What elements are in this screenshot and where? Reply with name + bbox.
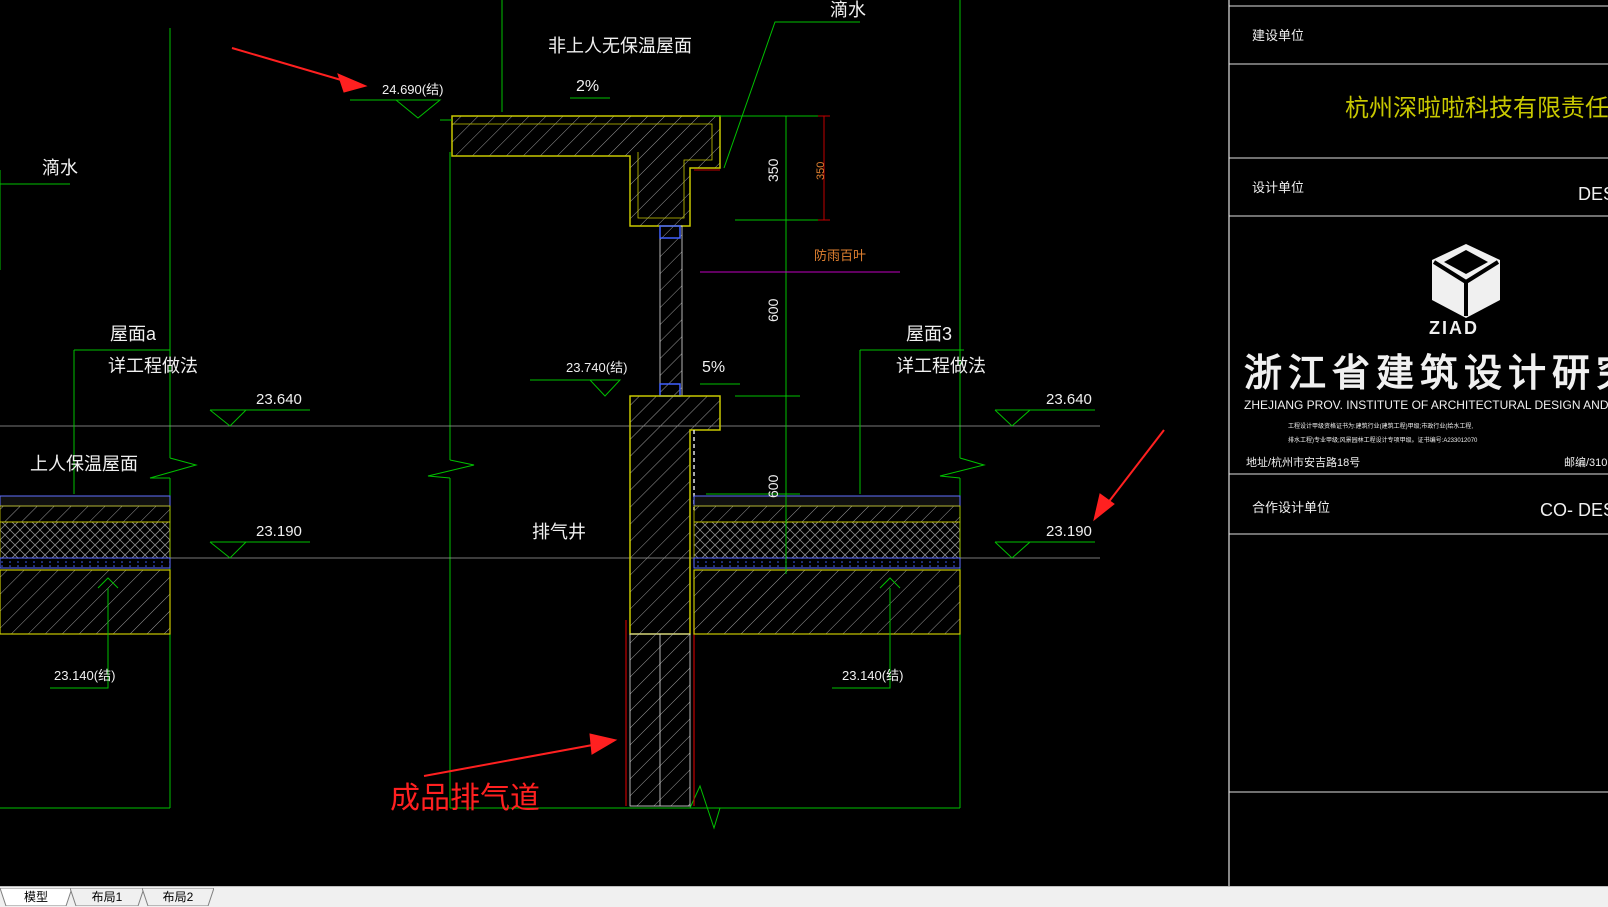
tab-layout-1-label: 布局1 (91, 890, 123, 904)
designer-label: 设计单位 (1252, 180, 1304, 195)
address: 地址/杭州市安吉路18号 (1246, 455, 1360, 469)
cad-drawing: 滴水 非上人无保温屋面 2% 24.690(结) 滴水 屋面a 详工程做法 屋面… (0, 0, 1608, 886)
title-block: 建设单位 杭州深啦啦科技有限责任公司 设计单位 DES ZIAD 浙江省建筑设计… (1228, 0, 1608, 886)
institute-cn: 浙江省建筑设计研究 (1244, 353, 1608, 395)
cooperation-cut-text: CO- DES (1540, 500, 1608, 520)
postcode: 邮编/310 (1564, 455, 1607, 469)
cooperation-label: 合作设计单位 (1252, 500, 1330, 515)
label-elev-23190-left: 23.190 (256, 523, 302, 540)
client-label: 建设单位 (1252, 28, 1304, 43)
label-roof-a: 屋面a (110, 324, 157, 344)
logo-text: ZIAD (1429, 318, 1479, 338)
leader-lines (0, 21, 964, 574)
designer-cut-text: DES (1578, 184, 1608, 204)
label-dim-350-a: 350 (765, 158, 781, 182)
tab-layout-1[interactable]: 布局1 (70, 888, 144, 906)
label-dim-350-b: 350 (815, 162, 827, 180)
label-drip-top: 滴水 (830, 0, 866, 20)
tab-model-shape (0, 888, 72, 906)
label-see-detail-right: 详工程做法 (896, 356, 986, 376)
red-dimension (694, 115, 830, 221)
tab-layout-2[interactable]: 布局2 (142, 888, 214, 906)
label-dim-600-a: 600 (765, 298, 781, 322)
label-roof-non-access: 非上人无保温屋面 (548, 36, 692, 56)
tab-model[interactable]: 模型 (0, 888, 72, 906)
tab-layout-2-label: 布局2 (162, 890, 194, 904)
label-dim-600-b: 600 (765, 474, 781, 498)
cert-line-2: 排水工程)专业甲级;风景园林工程设计专项甲级。证书编号:A233012070 (1288, 436, 1478, 444)
label-slope-mid: 5% (702, 359, 725, 376)
label-elev-23140-right: 23.140(结) (842, 668, 903, 683)
layout-tab-bar: 模型 布局1 布局2 (0, 886, 1608, 907)
shaft-column (625, 225, 721, 807)
label-elev-23640-right: 23.640 (1046, 391, 1092, 408)
tab-layout-1-shape (70, 888, 144, 906)
cert-line-1: 工程设计甲级资格证书为:建筑行业(建筑工程)甲级;市政行业(给水工程, (1288, 422, 1473, 430)
label-roof-access-insulated: 上人保温屋面 (30, 454, 138, 474)
right-roof-slab (693, 495, 961, 635)
label-drip-left: 滴水 (42, 158, 78, 178)
label-elev-23140-left: 23.140(结) (54, 668, 115, 683)
label-roof-3: 屋面3 (906, 324, 952, 344)
parapet-cap (451, 115, 721, 227)
tab-layout-2-shape (142, 888, 214, 906)
label-rain-louver: 防雨百叶 (814, 248, 866, 263)
client-name: 杭州深啦啦科技有限责任公司 (1345, 95, 1608, 122)
tab-model-label: 模型 (23, 890, 48, 904)
ziad-logo-icon (1432, 244, 1500, 318)
red-arrows (231, 47, 1165, 777)
institute-en: ZHEJIANG PROV. INSTITUTE OF ARCHITECTURA… (1244, 398, 1608, 412)
break-symbols (149, 457, 986, 830)
label-slope-top: 2% (576, 78, 599, 95)
label-elev-23640-left: 23.640 (256, 391, 302, 408)
elevation-markers (50, 99, 1095, 689)
cad-drawing-canvas[interactable]: 滴水 非上人无保温屋面 2% 24.690(结) 滴水 屋面a 详工程做法 屋面… (0, 0, 1608, 886)
label-exhaust-shaft: 排气井 (532, 522, 586, 542)
label-prefab-exhaust-duct: 成品排气道 (390, 782, 540, 815)
left-roof-slab (0, 495, 171, 635)
label-elev-23190-right: 23.190 (1046, 523, 1092, 540)
label-elev-top: 24.690(结) (382, 82, 443, 97)
label-see-detail-left: 详工程做法 (108, 356, 198, 376)
label-elev-23740: 23.740(结) (566, 360, 627, 375)
